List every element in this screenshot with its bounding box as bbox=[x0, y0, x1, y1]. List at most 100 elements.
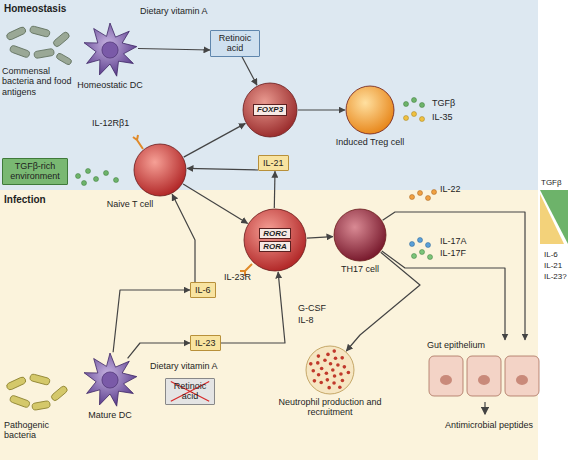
drawing-part bbox=[29, 26, 50, 38]
homeostasis-band bbox=[0, 0, 538, 190]
inflammatory-wedge bbox=[540, 194, 564, 244]
granule bbox=[347, 371, 351, 375]
drawing-part bbox=[133, 135, 143, 149]
cell-label: Naive T cell bbox=[95, 199, 165, 209]
drawing-part bbox=[426, 243, 431, 248]
granule bbox=[331, 368, 335, 372]
drawing-part bbox=[6, 26, 27, 41]
granule bbox=[338, 385, 342, 389]
drawing-part bbox=[420, 250, 425, 255]
granule bbox=[327, 386, 331, 390]
differentiating-cell: RORCRORA bbox=[243, 208, 307, 272]
label: IL-22 bbox=[440, 184, 461, 194]
drawing-part bbox=[412, 112, 417, 117]
section-heading: Infection bbox=[4, 194, 46, 206]
cell-drawing bbox=[333, 208, 387, 262]
nucleus bbox=[102, 42, 118, 58]
cell-body bbox=[306, 346, 354, 394]
epithelial-cell bbox=[467, 356, 501, 396]
label: IL-23? bbox=[544, 272, 567, 281]
connector-arrow bbox=[187, 168, 258, 170]
drawing-part bbox=[9, 395, 30, 408]
cell-body bbox=[334, 209, 386, 261]
connector-arrow bbox=[183, 184, 248, 223]
gene-box: FOXP3 bbox=[253, 104, 287, 115]
gradient-column bbox=[538, 0, 574, 460]
label: IL-23R bbox=[224, 272, 251, 282]
box-text: IL-21 bbox=[263, 158, 284, 168]
label: Antimicrobial peptides bbox=[445, 420, 535, 430]
drawing-part bbox=[432, 190, 437, 195]
neutrophil: Neutrophil production and recruitment bbox=[305, 345, 355, 395]
dendritic-body bbox=[84, 353, 137, 406]
connector-arrow bbox=[383, 212, 525, 340]
section-heading: Homeostasis bbox=[4, 3, 66, 15]
cell-body bbox=[346, 86, 394, 134]
box-text: Retinoic acid bbox=[170, 381, 210, 402]
cell-drawing bbox=[345, 85, 395, 135]
box-text: IL-6 bbox=[195, 285, 211, 295]
label: Commensal bacteria and food antigens bbox=[2, 66, 80, 97]
cell-drawing bbox=[82, 352, 138, 408]
label: IL-35 bbox=[432, 112, 453, 122]
drawing-part bbox=[410, 195, 415, 200]
label: Pathogenic bacteria bbox=[4, 420, 74, 441]
drawing-part bbox=[412, 98, 417, 103]
cell-label: Induced Treg cell bbox=[325, 137, 415, 147]
drawing-part bbox=[76, 174, 81, 179]
naive-t-cell: Naive T cell bbox=[133, 143, 187, 197]
drawing-part bbox=[9, 45, 30, 58]
label: Dietary vitamin A bbox=[140, 6, 208, 16]
drawing-part bbox=[420, 103, 425, 108]
il17-dots bbox=[410, 238, 433, 260]
cell-label: Mature DC bbox=[75, 410, 145, 420]
commensal-bacteria bbox=[6, 26, 73, 66]
cell-caption: Homeostatic DC bbox=[65, 80, 155, 90]
label: IL-21 bbox=[544, 261, 562, 270]
granule bbox=[333, 374, 337, 378]
drawing-part bbox=[52, 31, 70, 48]
drawing-part bbox=[404, 102, 409, 107]
treg-cytokine-dots bbox=[404, 98, 425, 122]
dendritic-cell: Homeostatic DC bbox=[82, 22, 138, 78]
molecule-box: Retinoic acid bbox=[165, 378, 215, 405]
gene-box: RORC bbox=[259, 228, 291, 239]
connector-arrow bbox=[298, 109, 345, 110]
differentiating-cell: FOXP3 bbox=[242, 82, 298, 138]
epithelial-cell bbox=[429, 356, 463, 396]
box-text: Retinoic acid bbox=[215, 33, 255, 54]
drawing-part bbox=[418, 238, 423, 243]
drawing-part bbox=[104, 171, 109, 176]
drawing-part bbox=[428, 255, 433, 260]
cell-drawing bbox=[133, 143, 187, 197]
drawing-part bbox=[50, 385, 68, 402]
th17-cell: TH17 cell bbox=[333, 208, 387, 262]
granule bbox=[329, 362, 333, 366]
granule bbox=[317, 354, 321, 358]
label: TGFβ bbox=[432, 98, 455, 108]
granule bbox=[326, 378, 330, 382]
label: IL-6 bbox=[544, 250, 558, 259]
granule bbox=[311, 369, 315, 373]
dendritic-cell: Mature DC bbox=[82, 352, 138, 408]
cell-caption: TH17 cell bbox=[320, 264, 400, 274]
connector-arrow bbox=[184, 123, 246, 157]
cytokine-box: IL-21 bbox=[258, 155, 289, 171]
cell-caption: Naive T cell bbox=[95, 199, 165, 209]
connector-arrow bbox=[274, 171, 276, 208]
tgfb-dots bbox=[76, 169, 119, 186]
nucleus bbox=[478, 375, 490, 385]
connector-arrow bbox=[242, 57, 257, 85]
granule bbox=[323, 358, 327, 362]
nucleus bbox=[440, 375, 452, 385]
drawing-part bbox=[32, 400, 51, 410]
drawing-part bbox=[426, 196, 431, 201]
cell-caption: Mature DC bbox=[75, 410, 145, 420]
cell-caption: Neutrophil production and recruitment bbox=[275, 397, 385, 418]
environment-box: TGFβ-rich environment bbox=[2, 158, 68, 185]
epithelium: Gut epithelium bbox=[425, 340, 545, 400]
cytokine-box: IL-6 bbox=[190, 282, 216, 298]
granule bbox=[332, 349, 336, 353]
cross-stroke bbox=[171, 381, 209, 401]
box-text: TGFβ-rich environment bbox=[7, 161, 63, 182]
